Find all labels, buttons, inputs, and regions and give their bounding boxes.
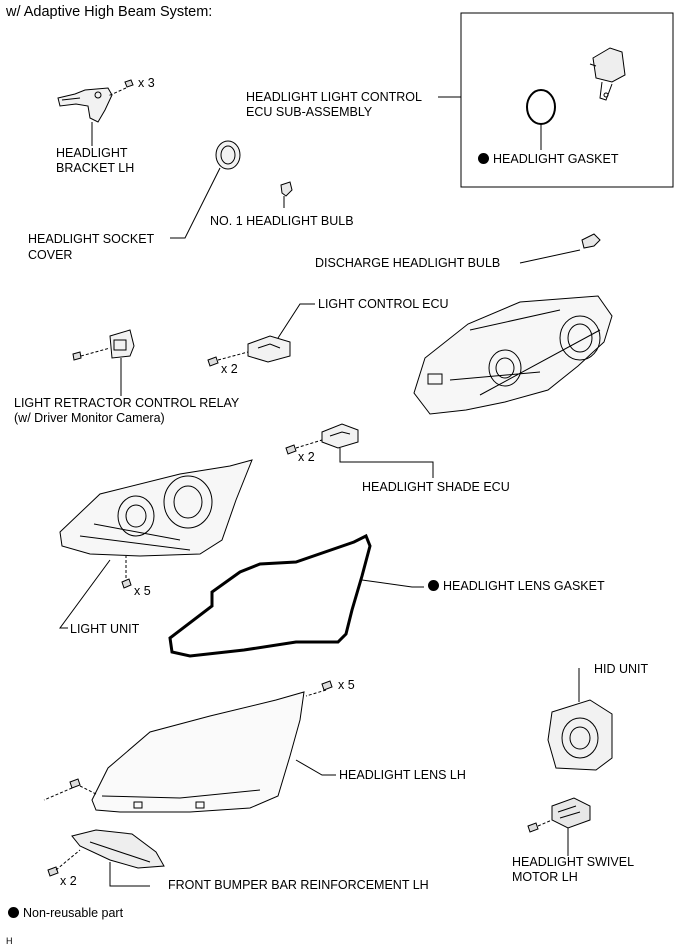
label-light-unit: LIGHT UNIT bbox=[70, 622, 140, 636]
label-lens-gasket: HEADLIGHT LENS GASKET bbox=[428, 579, 605, 594]
discharge-bulb-leader bbox=[519, 249, 581, 264]
light-control-ecu-leader bbox=[277, 303, 315, 339]
hid-unit-part bbox=[547, 699, 613, 771]
bumper-bolt bbox=[47, 849, 81, 877]
bumper-leader bbox=[109, 862, 150, 887]
non-reusable-dot-icon bbox=[478, 153, 489, 164]
label-ecu-subassy-line2: ECU SUB-ASSEMBLY bbox=[246, 105, 373, 119]
page-title: w/ Adaptive High Beam System: bbox=[6, 4, 213, 20]
label-bracket-line2: BRACKET LH bbox=[56, 161, 135, 175]
non-reusable-dot-icon bbox=[8, 907, 19, 918]
label-bracket-qty: x 3 bbox=[138, 76, 155, 90]
footer-code: H bbox=[6, 936, 13, 946]
headlight-lens-gasket-part bbox=[168, 533, 372, 658]
lens-left-bolt bbox=[43, 778, 97, 801]
headlight-socket-cover-part bbox=[215, 140, 241, 170]
discharge-headlight-bulb-part bbox=[581, 233, 601, 249]
label-swivel-motor-line2: MOTOR LH bbox=[512, 870, 578, 884]
no1-headlight-bulb-part bbox=[280, 181, 293, 208]
headlight-bracket-part bbox=[57, 87, 113, 123]
label-retractor-relay-line2: (w/ Driver Monitor Camera) bbox=[14, 411, 165, 425]
light-control-ecu-bolt bbox=[207, 351, 249, 367]
light-unit-part bbox=[59, 459, 253, 557]
label-bumper-qty: x 2 bbox=[60, 874, 77, 888]
label-lens-lh: HEADLIGHT LENS LH bbox=[339, 768, 466, 782]
bumper-reinforcement-part bbox=[71, 829, 165, 869]
label-shade-ecu: HEADLIGHT SHADE ECU bbox=[362, 480, 510, 494]
light-unit-bolt bbox=[121, 556, 132, 589]
non-reusable-dot-icon bbox=[428, 580, 439, 591]
lens-leader bbox=[295, 759, 336, 776]
label-hid-unit: HID UNIT bbox=[594, 662, 649, 676]
headlight-shade-ecu-part bbox=[321, 423, 359, 449]
bracket-bolt bbox=[107, 79, 134, 97]
light-unit-leader bbox=[59, 559, 111, 629]
retractor-relay-part bbox=[109, 329, 135, 359]
lens-gasket-leader bbox=[361, 579, 424, 588]
label-light-unit-qty: x 5 bbox=[134, 584, 151, 598]
label-socket-cover-line2: COVER bbox=[28, 248, 73, 262]
legend-non-reusable: Non-reusable part bbox=[8, 906, 123, 921]
label-bumper-reinforcement: FRONT BUMPER BAR REINFORCEMENT LH bbox=[168, 878, 429, 892]
headlight-gasket-part bbox=[526, 89, 556, 125]
label-retractor-relay-line1: LIGHT RETRACTOR CONTROL RELAY bbox=[14, 396, 240, 410]
label-ecu-subassy-line1: HEADLIGHT LIGHT CONTROL bbox=[246, 90, 422, 104]
label-shade-ecu-qty: x 2 bbox=[298, 450, 315, 464]
shade-ecu-leader bbox=[339, 448, 434, 478]
swivel-motor-bolt bbox=[527, 819, 553, 833]
label-light-control-ecu-qty: x 2 bbox=[221, 362, 238, 376]
light-control-ecu-part bbox=[247, 335, 291, 363]
label-bracket-line1: HEADLIGHT bbox=[56, 146, 128, 160]
socket-cover-leader bbox=[170, 167, 221, 239]
swivel-motor-part bbox=[551, 797, 591, 829]
lens-top-bolt bbox=[305, 680, 333, 697]
label-socket-cover-line1: HEADLIGHT SOCKET bbox=[28, 232, 155, 246]
headlight-ecu-subassembly-part bbox=[589, 47, 626, 101]
label-swivel-motor-line1: HEADLIGHT SWIVEL bbox=[512, 855, 635, 869]
label-lens-qty: x 5 bbox=[338, 678, 355, 692]
label-light-control-ecu: LIGHT CONTROL ECU bbox=[318, 297, 449, 311]
headlight-lens-part bbox=[91, 691, 305, 813]
shade-ecu-bolt bbox=[285, 439, 323, 455]
relay-bolt bbox=[72, 347, 111, 361]
headlight-housing-part bbox=[413, 295, 613, 415]
inset-box bbox=[460, 12, 674, 188]
label-discharge-bulb: DISCHARGE HEADLIGHT BULB bbox=[315, 256, 501, 270]
label-headlight-gasket: HEADLIGHT GASKET bbox=[478, 152, 619, 167]
label-no1-bulb: NO. 1 HEADLIGHT BULB bbox=[210, 214, 354, 228]
